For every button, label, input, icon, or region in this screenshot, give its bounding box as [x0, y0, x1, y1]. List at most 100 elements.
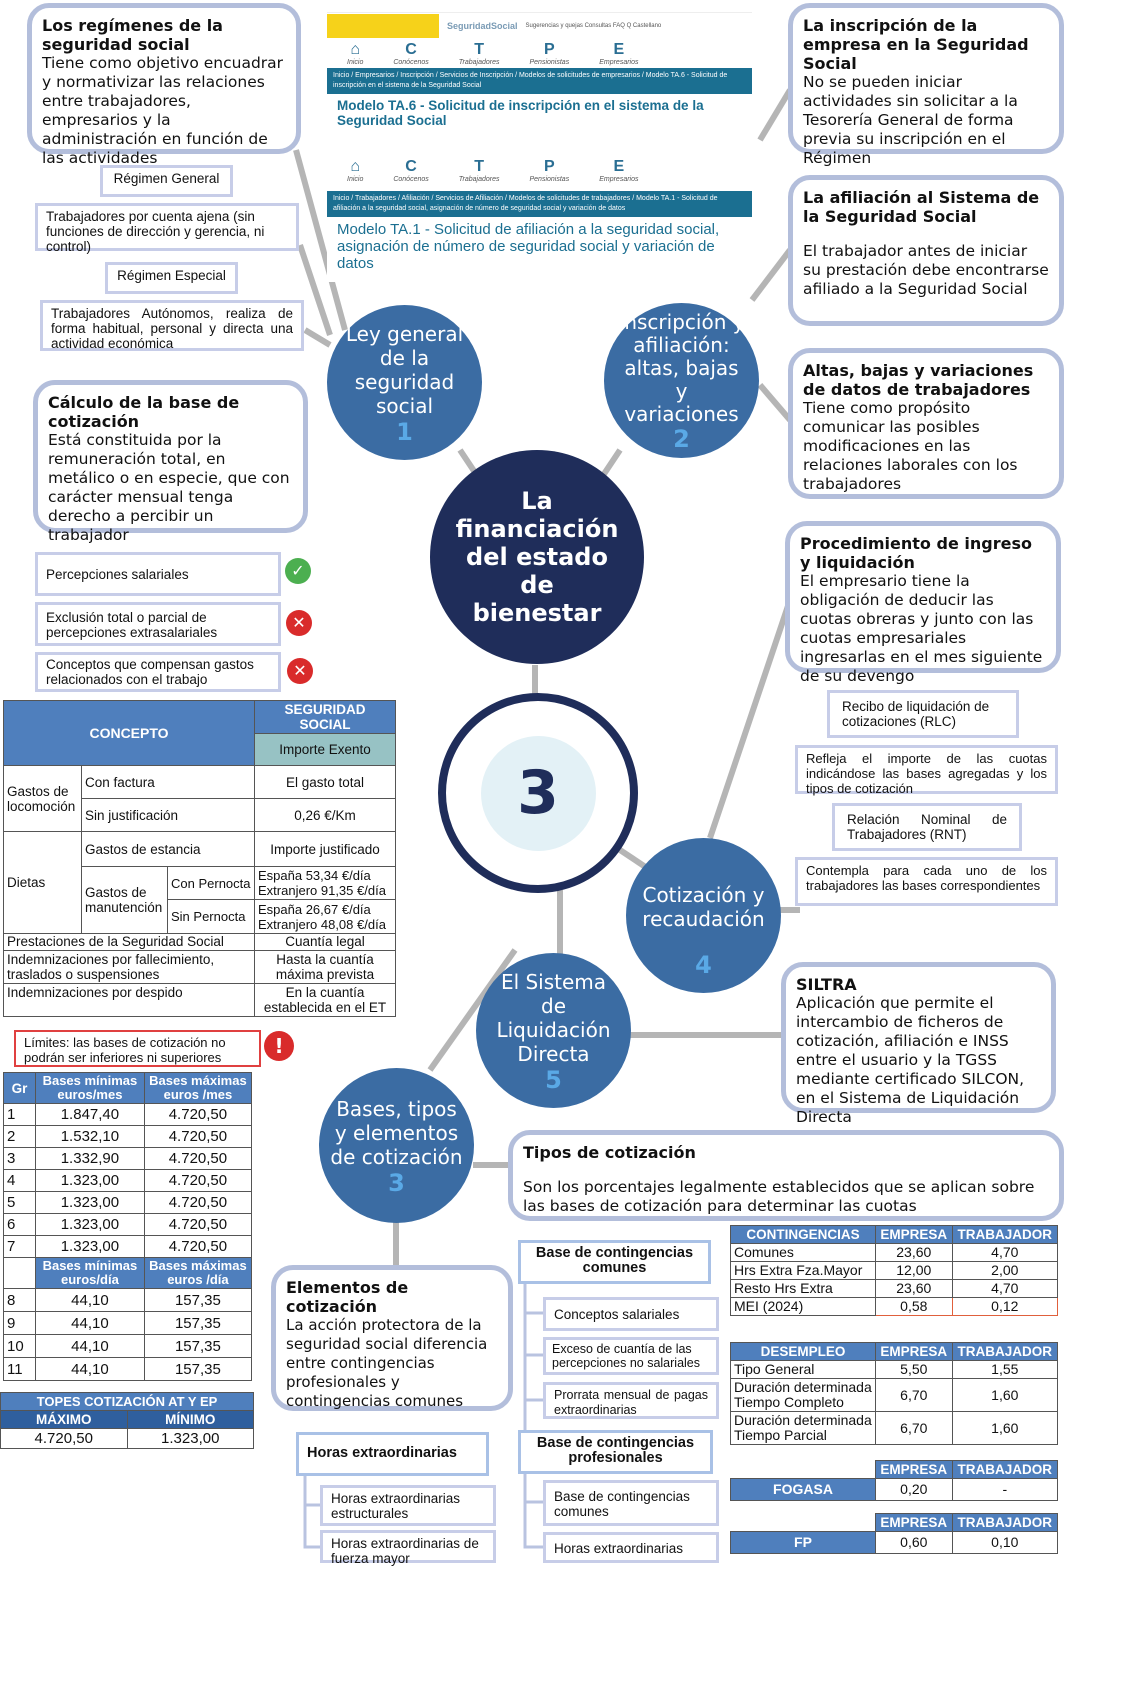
- cell: 1.532,10: [35, 1125, 145, 1148]
- calculo-title: Cálculo de la base de cotización: [48, 393, 240, 431]
- card-title: La afiliación al Sistema de la Seguridad…: [803, 188, 1040, 226]
- card-title: Procedimiento de ingreso y liquidación: [800, 534, 1032, 572]
- circle-number: 4: [695, 950, 712, 979]
- cell: 1.847,40: [35, 1103, 145, 1126]
- cell: 10: [3, 1334, 36, 1358]
- card-text: Son los porcentajes legalmente estableci…: [523, 1178, 1035, 1215]
- base-prof-item: Horas extraordinarias: [543, 1532, 719, 1563]
- cell: 1.323,00: [35, 1235, 145, 1258]
- circle-center: La financiación del estado de bienestar: [430, 450, 644, 664]
- header-links: Sugerencias y quejas Consultas FAQ Q Cas…: [525, 23, 662, 29]
- cell: Gastos de manutención: [81, 866, 168, 934]
- base-comunes-item: Exceso de cuantía de las percepciones no…: [543, 1337, 719, 1375]
- column-header: EMPRESA: [875, 1342, 953, 1361]
- cell: 12,00: [875, 1261, 953, 1280]
- regimen-general-text: Trabajadores por cuenta ajena (sin funci…: [35, 203, 299, 254]
- column-header: EMPRESA: [875, 1513, 953, 1532]
- cell: 1.323,00: [35, 1191, 145, 1214]
- column-header: TRABAJADOR: [951, 1513, 1059, 1532]
- cell: 7: [3, 1235, 36, 1258]
- alert-icon: !: [264, 1031, 294, 1061]
- th-min: Bases mínimas euros/día: [35, 1257, 145, 1289]
- cell: 6: [3, 1213, 36, 1236]
- percepcion-item: Conceptos que compensan gastos relaciona…: [35, 652, 281, 692]
- circle-inscripcion: Inscripción y afiliación: altas, bajas y…: [604, 303, 759, 458]
- horas-item: Horas extraordinarias estructurales: [320, 1485, 496, 1526]
- cell: 4: [3, 1169, 36, 1192]
- cell: Hrs Extra Fza.Mayor: [730, 1261, 876, 1280]
- card-title: Tipos de cotización: [523, 1143, 696, 1162]
- cell: Sin Pernocta: [167, 899, 255, 934]
- x-icon: ✕: [287, 658, 313, 684]
- cell: En la cuantía establecida en el ET: [254, 983, 396, 1017]
- cell: 8: [3, 1288, 36, 1312]
- card-title: Altas, bajas y variaciones de datos de t…: [803, 361, 1034, 399]
- column-header: EMPRESA: [875, 1225, 953, 1244]
- base-comunes-label: Base de contingencias comunes: [518, 1240, 711, 1284]
- cell: FP: [730, 1531, 876, 1554]
- card-text: La acción protectora de la seguridad soc…: [286, 1316, 488, 1410]
- cell: 4,70: [951, 1279, 1059, 1298]
- cell: 1.323,00: [126, 1428, 254, 1449]
- model-title: Modelo TA.1 - Solicitud de afiliación a …: [337, 221, 720, 272]
- breadcrumb: Inicio / Trabajadores / Afiliación / Ser…: [327, 191, 752, 217]
- regimenes-text: Tiene como objetivo encuadrar y normativ…: [42, 54, 284, 167]
- column-header: EMPRESA: [875, 1460, 953, 1479]
- base-comunes-item: Prorrata mensual de pagas extraordinaria…: [543, 1382, 719, 1419]
- cell: Dietas: [3, 831, 82, 934]
- cell: 0,58: [875, 1297, 953, 1316]
- column-header: CONTINGENCIAS: [730, 1225, 876, 1244]
- cell: 2: [3, 1125, 36, 1148]
- cell: 1: [3, 1103, 36, 1126]
- card-text: El empresario tiene la obligación de ded…: [800, 572, 1043, 685]
- cell: 4.720,50: [143, 1235, 253, 1258]
- cell: 4.720,50: [143, 1103, 253, 1126]
- cell: 0,12: [951, 1297, 1059, 1316]
- cell: 3: [3, 1147, 36, 1170]
- cell: 11: [3, 1357, 36, 1381]
- cell: 4.720,50: [143, 1125, 253, 1148]
- base-prof-item: Base de contingencias comunes: [543, 1480, 719, 1526]
- cell: 44,10: [35, 1334, 145, 1358]
- gobierno-logo: [327, 14, 439, 38]
- screenshot-ta6: SeguridadSocial Sugerencias y quejas Con…: [327, 12, 752, 130]
- card-text: No se pueden iniciar actividades sin sol…: [803, 73, 1018, 167]
- cell: 1.323,00: [35, 1213, 145, 1236]
- column-header: TRABAJADOR: [951, 1460, 1059, 1479]
- cell: Gastos de estancia: [81, 831, 255, 867]
- percepcion-item: Exclusión total o parcial de percepcione…: [35, 602, 281, 646]
- cell: 6,70: [875, 1411, 953, 1445]
- cell: Indemnizaciones por fallecimiento, trasl…: [3, 950, 255, 984]
- th-min: MÍNIMO: [126, 1410, 254, 1429]
- regimen-especial-text: Trabajadores Autónomos, realiza de forma…: [40, 300, 304, 351]
- circle-number: 3: [388, 1168, 405, 1197]
- th-max: MÁXIMO: [0, 1410, 128, 1429]
- cell: 0,60: [875, 1531, 953, 1554]
- circle-number: 1: [396, 417, 413, 446]
- column-header: TRABAJADOR: [951, 1225, 1059, 1244]
- circle-number: 5: [545, 1065, 562, 1094]
